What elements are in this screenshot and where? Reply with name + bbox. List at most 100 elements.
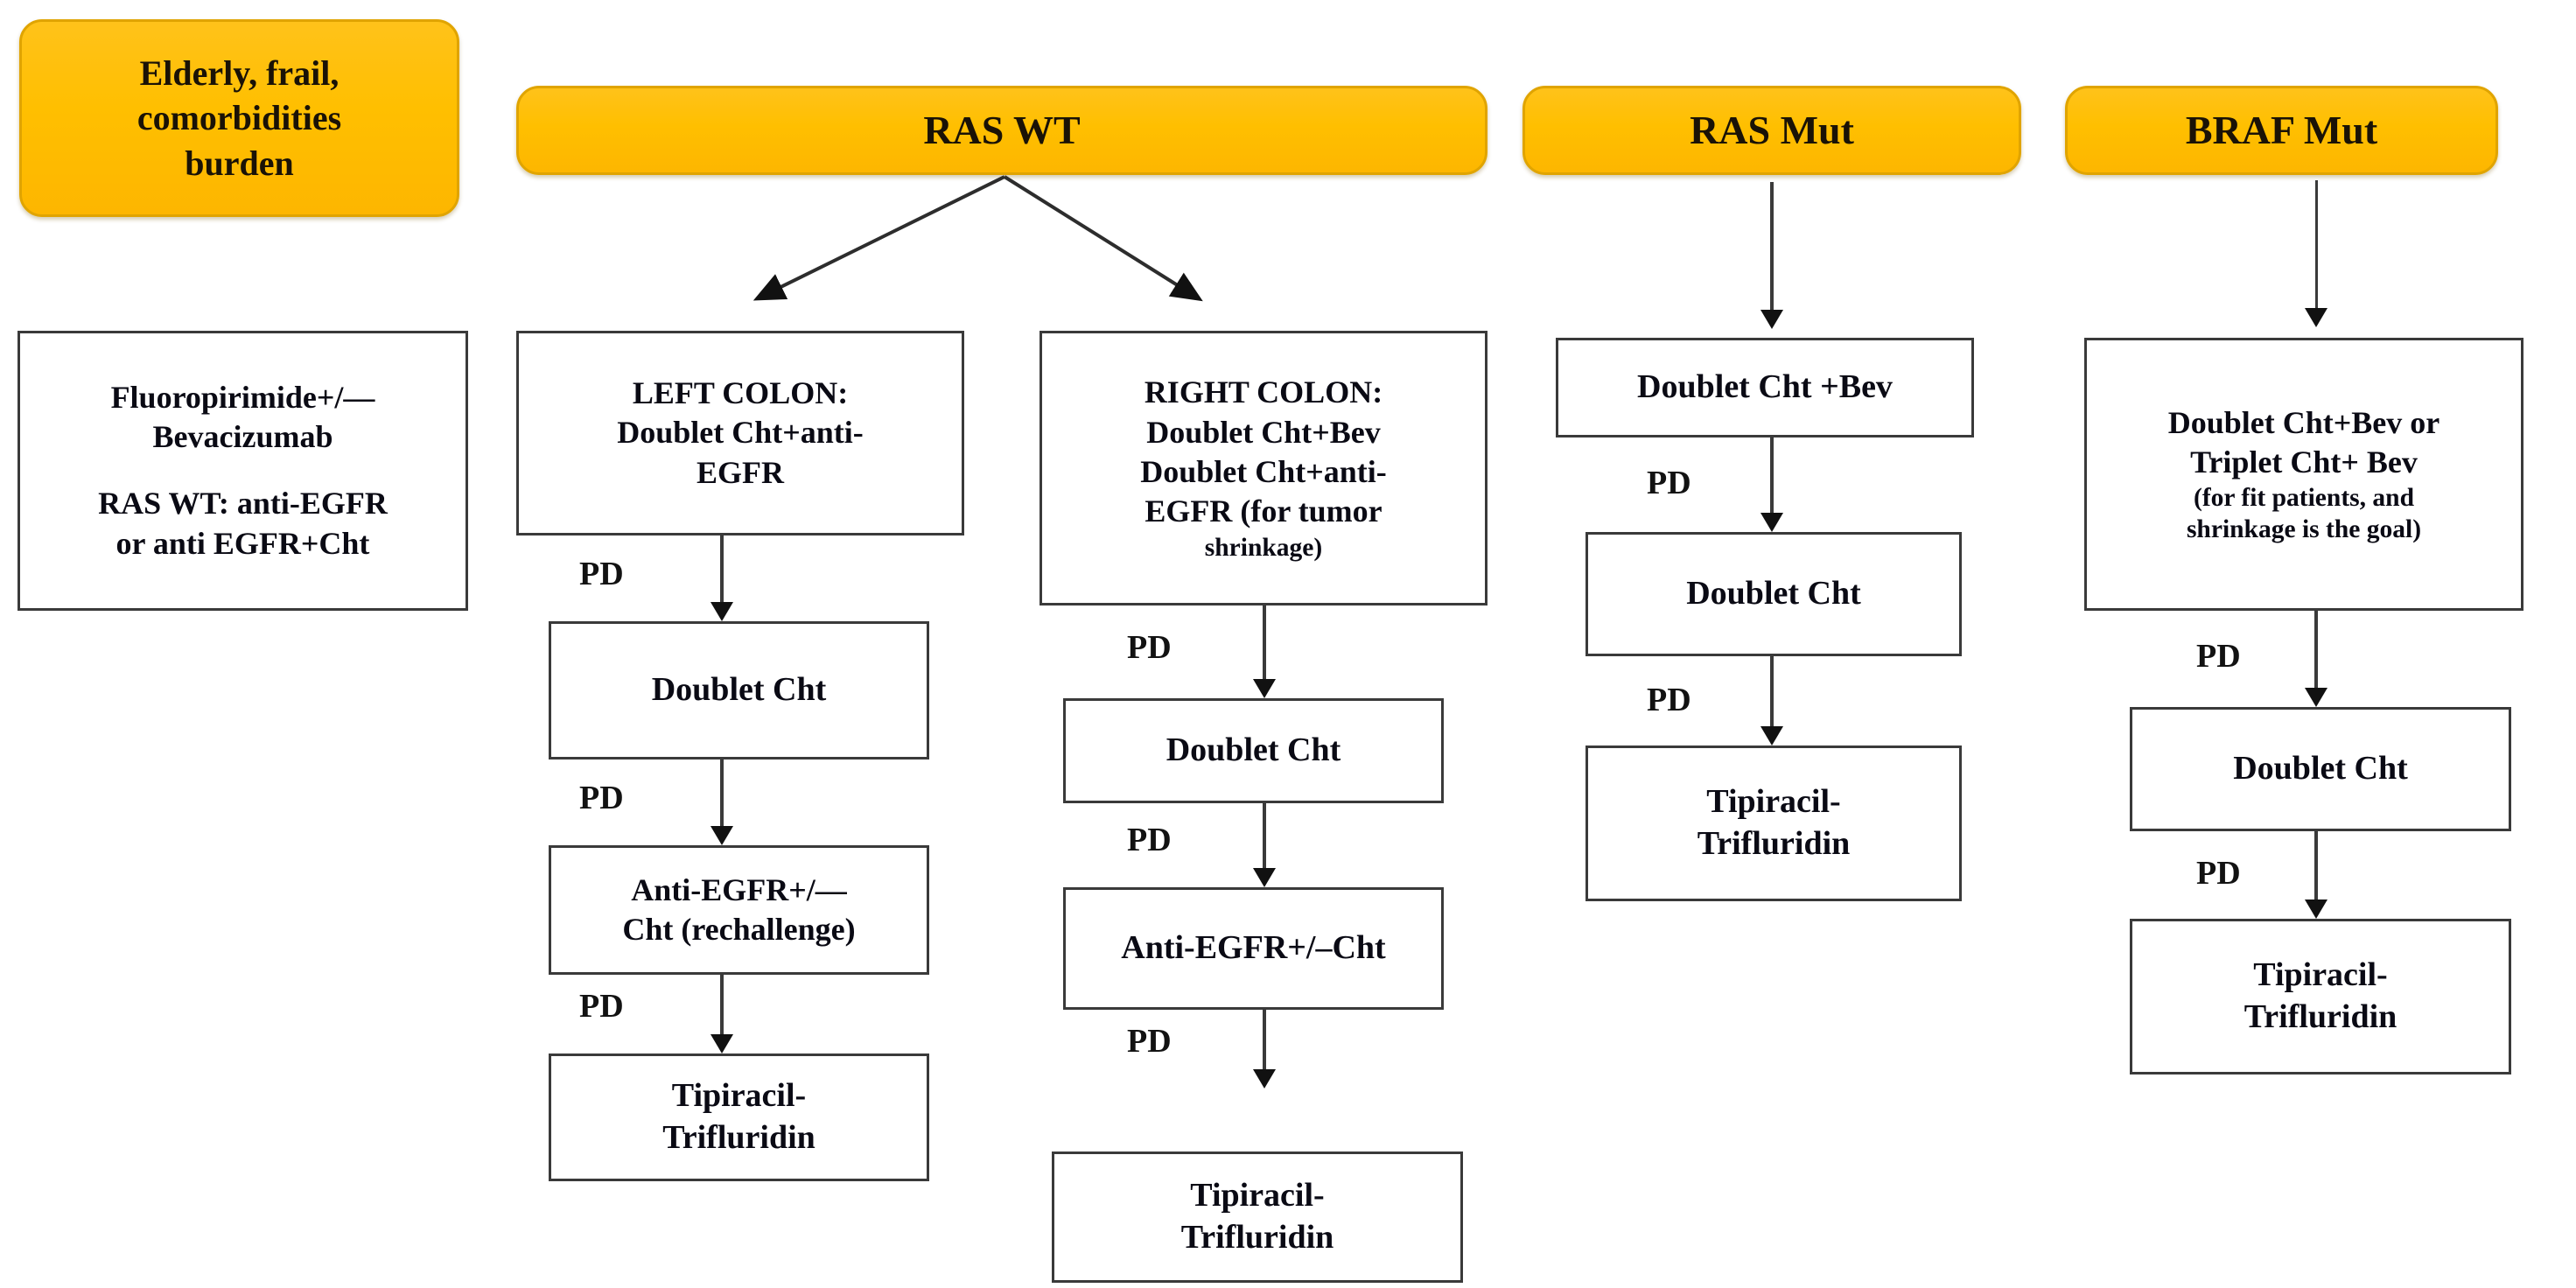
pd-label-right-colon-3: PD: [1127, 1023, 1172, 1060]
right-colon-line-4: EGFR (for tumor: [1144, 494, 1382, 529]
arrow-shaft: [2314, 180, 2318, 308]
arrow-head: [1253, 1069, 1276, 1088]
header-ras-wt-label: RAS WT: [923, 107, 1081, 152]
left-colon-title: LEFT COLON:: [632, 374, 849, 410]
box-left-colon-tipiracil: Tipiracil- Trifluridin: [549, 1054, 929, 1181]
arrow-shaft: [720, 536, 724, 602]
box-right-colon-tipiracil-text: Tipiracil- Trifluridin: [1181, 1175, 1334, 1259]
box-braf-mut-doublet-cht: Doublet Cht: [2130, 707, 2511, 831]
arrow-head: [2305, 308, 2328, 327]
tipiracil-line-2: Trifluridin: [662, 1119, 816, 1156]
box-right-colon-doublet-cht: Doublet Cht: [1063, 698, 1444, 803]
arrow-shaft: [2314, 611, 2318, 688]
pd-label-ras-mut-1: PD: [1647, 465, 1691, 501]
right-colon-title: RIGHT COLON:: [1144, 374, 1383, 410]
braf-line-1: Doublet Cht+Bev or: [2167, 404, 2440, 440]
arrow-head: [1760, 726, 1783, 746]
box-braf-mut-tipiracil: Tipiracil- Trifluridin: [2130, 919, 2511, 1074]
header-ras-mut: RAS Mut: [1522, 86, 2021, 175]
arrow-head: [710, 1034, 733, 1054]
header-elderly-frail: Elderly, frail, comorbidities burden: [19, 19, 459, 217]
braf-line-2: Triplet Cht+ Bev: [2190, 444, 2418, 480]
box-left-colon-anti-egfr-rechallenge: Anti-EGFR+/— Cht (rechallenge): [549, 845, 929, 975]
elderly-line-2: Bevacizumab: [152, 419, 333, 455]
box-ras-mut-doublet-cht-label: Doublet Cht: [1686, 575, 1861, 612]
arrow-shaft: [1770, 656, 1774, 726]
arrow-head: [2305, 688, 2328, 707]
pd-label-left-colon-1: PD: [579, 556, 624, 592]
box-braf-mut-first-line: Doublet Cht+Bev or Triplet Cht+ Bev (for…: [2084, 338, 2524, 611]
pd-label-braf-mut-2: PD: [2196, 855, 2241, 892]
arrow-right-colon-2: [1251, 803, 1278, 887]
header-line-1: Elderly, frail,: [139, 53, 340, 94]
pd-label-left-colon-3: PD: [579, 988, 624, 1025]
box-ras-mut-doublet-bev: Doublet Cht +Bev: [1556, 338, 1974, 438]
arrow-braf-mut-1: [2303, 611, 2329, 707]
box-braf-mut-tipiracil-text: Tipiracil- Trifluridin: [2244, 955, 2398, 1039]
box-left-colon-doublet-cht-label: Doublet Cht: [651, 671, 827, 709]
box-ras-mut-doublet-bev-label: Doublet Cht +Bev: [1637, 368, 1893, 406]
arrow-shaft: [1263, 803, 1266, 868]
tipiracil-line-2: Trifluridin: [1697, 825, 1851, 862]
arrow-left-colon-2: [709, 760, 735, 845]
pd-label-braf-mut-1: PD: [2196, 638, 2241, 675]
arrow-ras-wt-to-left-colon: [752, 175, 1005, 301]
box-right-colon-doublet-cht-label: Doublet Cht: [1166, 732, 1341, 769]
tipiracil-line-1: Tipiracil-: [1706, 783, 1841, 821]
elderly-line-1: Fluoropirimide+/—: [110, 379, 375, 415]
arrow-head: [710, 602, 733, 621]
pd-label-ras-mut-2: PD: [1647, 682, 1691, 718]
braf-line-3: (for fit patients, and: [2194, 484, 2414, 513]
header-elderly-frail-label: Elderly, frail, comorbidities burden: [137, 51, 341, 186]
header-line-2: comorbidities: [136, 98, 342, 138]
arrow-ras-mut-2: [1759, 656, 1785, 746]
arrow-braf-mut-2: [2303, 831, 2329, 919]
tipiracil-line-2: Trifluridin: [2244, 998, 2398, 1035]
arrow-head: [1760, 513, 1783, 532]
right-colon-line-3: Doublet Cht+anti-: [1140, 454, 1387, 489]
box-left-colon-tipiracil-text: Tipiracil- Trifluridin: [662, 1075, 816, 1159]
arrow-head: [2305, 900, 2328, 919]
arrow-ras-mut-0: [1759, 182, 1785, 329]
box-right-colon-anti-egfr-label: Anti-EGFR+/–Cht: [1121, 929, 1386, 967]
tipiracil-line-1: Tipiracil-: [2253, 956, 2388, 994]
arrow-left-colon-3: [709, 975, 735, 1054]
right-colon-line-5: shrinkage): [1204, 533, 1323, 562]
box-ras-mut-tipiracil: Tipiracil- Trifluridin: [1586, 746, 1962, 901]
box-right-colon-first-line: RIGHT COLON: Doublet Cht+Bev Doublet Cht…: [1040, 331, 1488, 606]
right-colon-line-2: Doublet Cht+Bev: [1146, 414, 1381, 450]
tipiracil-line-2: Trifluridin: [1180, 1219, 1334, 1256]
arrow-head: [1253, 868, 1276, 887]
arrow-shaft: [1263, 606, 1266, 679]
pd-label-right-colon-1: PD: [1127, 629, 1172, 666]
header-ras-mut-label: RAS Mut: [1690, 107, 1854, 152]
arrow-shaft: [1770, 438, 1774, 513]
arrow-head: [1760, 310, 1783, 329]
arrow-shaft: [1263, 1010, 1266, 1069]
rechallenge-line-2: Cht (rechallenge): [622, 912, 856, 947]
box-right-colon-tipiracil: Tipiracil- Trifluridin: [1052, 1152, 1463, 1283]
box-ras-mut-tipiracil-text: Tipiracil- Trifluridin: [1698, 781, 1851, 865]
arrow-head: [1253, 679, 1276, 698]
tipiracil-line-1: Tipiracil-: [671, 1077, 807, 1115]
arrow-right-colon-3: [1251, 1010, 1278, 1088]
arrow-ras-wt-to-right-colon: [1003, 175, 1203, 302]
tipiracil-line-1: Tipiracil-: [1190, 1177, 1325, 1214]
arrow-head: [710, 826, 733, 845]
box-braf-mut-text: Doublet Cht+Bev or Triplet Cht+ Bev (for…: [2168, 403, 2440, 546]
elderly-line-3: RAS WT: anti-EGFR: [98, 486, 388, 522]
box-left-colon-doublet-cht: Doublet Cht: [549, 621, 929, 760]
header-ras-wt: RAS WT: [516, 86, 1488, 175]
box-left-colon-rechallenge-text: Anti-EGFR+/— Cht (rechallenge): [622, 871, 855, 950]
arrow-shaft: [1770, 182, 1774, 310]
arrow-braf-mut-0: [2303, 180, 2329, 327]
header-braf-mut: BRAF Mut: [2065, 86, 2498, 175]
box-left-colon-first-line: LEFT COLON: Doublet Cht+anti- EGFR: [516, 331, 964, 536]
left-colon-line-3: EGFR: [696, 454, 784, 490]
box-braf-mut-doublet-cht-label: Doublet Cht: [2233, 750, 2408, 788]
arrow-left-colon-1: [709, 536, 735, 621]
arrow-shaft: [720, 975, 724, 1034]
box-ras-mut-doublet-cht: Doublet Cht: [1586, 532, 1962, 656]
box-right-colon-anti-egfr-cht: Anti-EGFR+/–Cht: [1063, 887, 1444, 1010]
